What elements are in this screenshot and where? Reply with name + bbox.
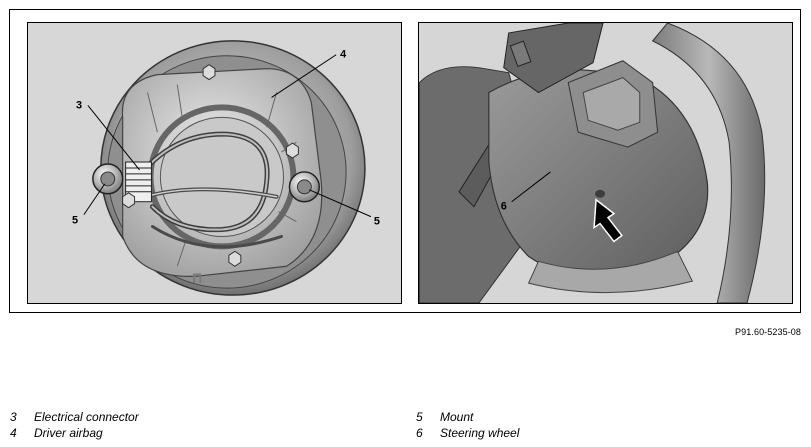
legend-number: 6: [416, 426, 423, 440]
mount-right: [288, 171, 320, 203]
access-hole: [595, 189, 606, 198]
legend-item: 5 Mount: [416, 409, 519, 425]
callout-6: 6: [501, 201, 507, 213]
svg-text:Π: Π: [192, 270, 202, 286]
steering-wheel-illustration: 6: [418, 22, 793, 304]
callout-4: 4: [340, 49, 346, 61]
airbag-rear-illustration: Π 4 3 5 5: [27, 22, 402, 304]
legend-label: Mount: [440, 410, 474, 424]
legend-left-column: 3 Electrical connector 4 Driver airbag: [10, 409, 139, 441]
legend-right-column: 5 Mount 6 Steering wheel: [416, 409, 519, 441]
callout-3: 3: [76, 99, 82, 111]
callout-5-right: 5: [374, 216, 380, 228]
legend-number: 5: [416, 410, 423, 424]
legend-item: 4 Driver airbag: [10, 425, 139, 441]
legend-item: 6 Steering wheel: [416, 425, 519, 441]
figure-reference-code: P91.60-5235-08: [735, 327, 801, 337]
direction-arrow: [593, 198, 623, 243]
legend-label: Electrical connector: [34, 410, 139, 424]
figure-frame: Π 4 3 5 5: [9, 9, 801, 313]
legend-number: 3: [10, 410, 17, 424]
callout-leaders: [83, 54, 372, 218]
legend-item: 3 Electrical connector: [10, 409, 139, 425]
legend-label: Driver airbag: [34, 426, 103, 440]
mount-left: [92, 163, 124, 195]
wiring-harness: [140, 131, 284, 249]
steering-wheel-rim: [651, 23, 766, 303]
legend-label: Steering wheel: [440, 426, 520, 440]
callout-5-left: 5: [72, 215, 78, 227]
legend-number: 4: [10, 426, 17, 440]
